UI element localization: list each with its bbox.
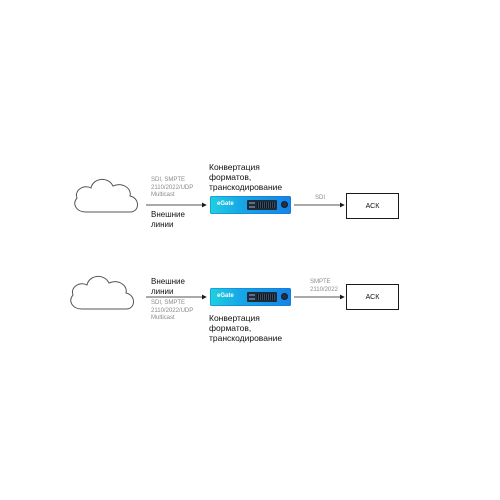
conversion-label: Конвертация форматов, транскодирование bbox=[209, 162, 283, 192]
cloud-icon bbox=[74, 179, 138, 213]
destination-box: АСК bbox=[346, 284, 399, 310]
link-label: SMPTE 2110/2022 bbox=[310, 279, 338, 293]
destination-label: АСК bbox=[365, 293, 380, 301]
egate-device: eGate bbox=[210, 288, 291, 306]
device-front-panel bbox=[247, 292, 277, 302]
protocols-label: SDI, SMPTE 2110/2022/UDP Multicast bbox=[151, 177, 194, 198]
device-brand: eGate bbox=[217, 293, 234, 299]
device-knob-icon bbox=[281, 201, 288, 208]
conversion-label: Конвертация форматов, транскодирование bbox=[209, 313, 283, 343]
external-lines-label: Внешние линии bbox=[151, 210, 185, 229]
egate-device: eGate bbox=[210, 196, 291, 214]
device-knob-icon bbox=[281, 293, 288, 300]
cloud-icon bbox=[70, 276, 134, 310]
device-front-panel bbox=[247, 200, 277, 210]
link-label: SDI bbox=[315, 195, 326, 201]
external-lines-label: Внешние линии bbox=[151, 277, 185, 296]
destination-label: АСК bbox=[365, 202, 380, 210]
device-brand: eGate bbox=[217, 201, 234, 207]
protocols-label: SDI, SMPTE 2110/2022/UDP Multicast bbox=[151, 300, 194, 321]
destination-box: АСК bbox=[346, 193, 399, 219]
